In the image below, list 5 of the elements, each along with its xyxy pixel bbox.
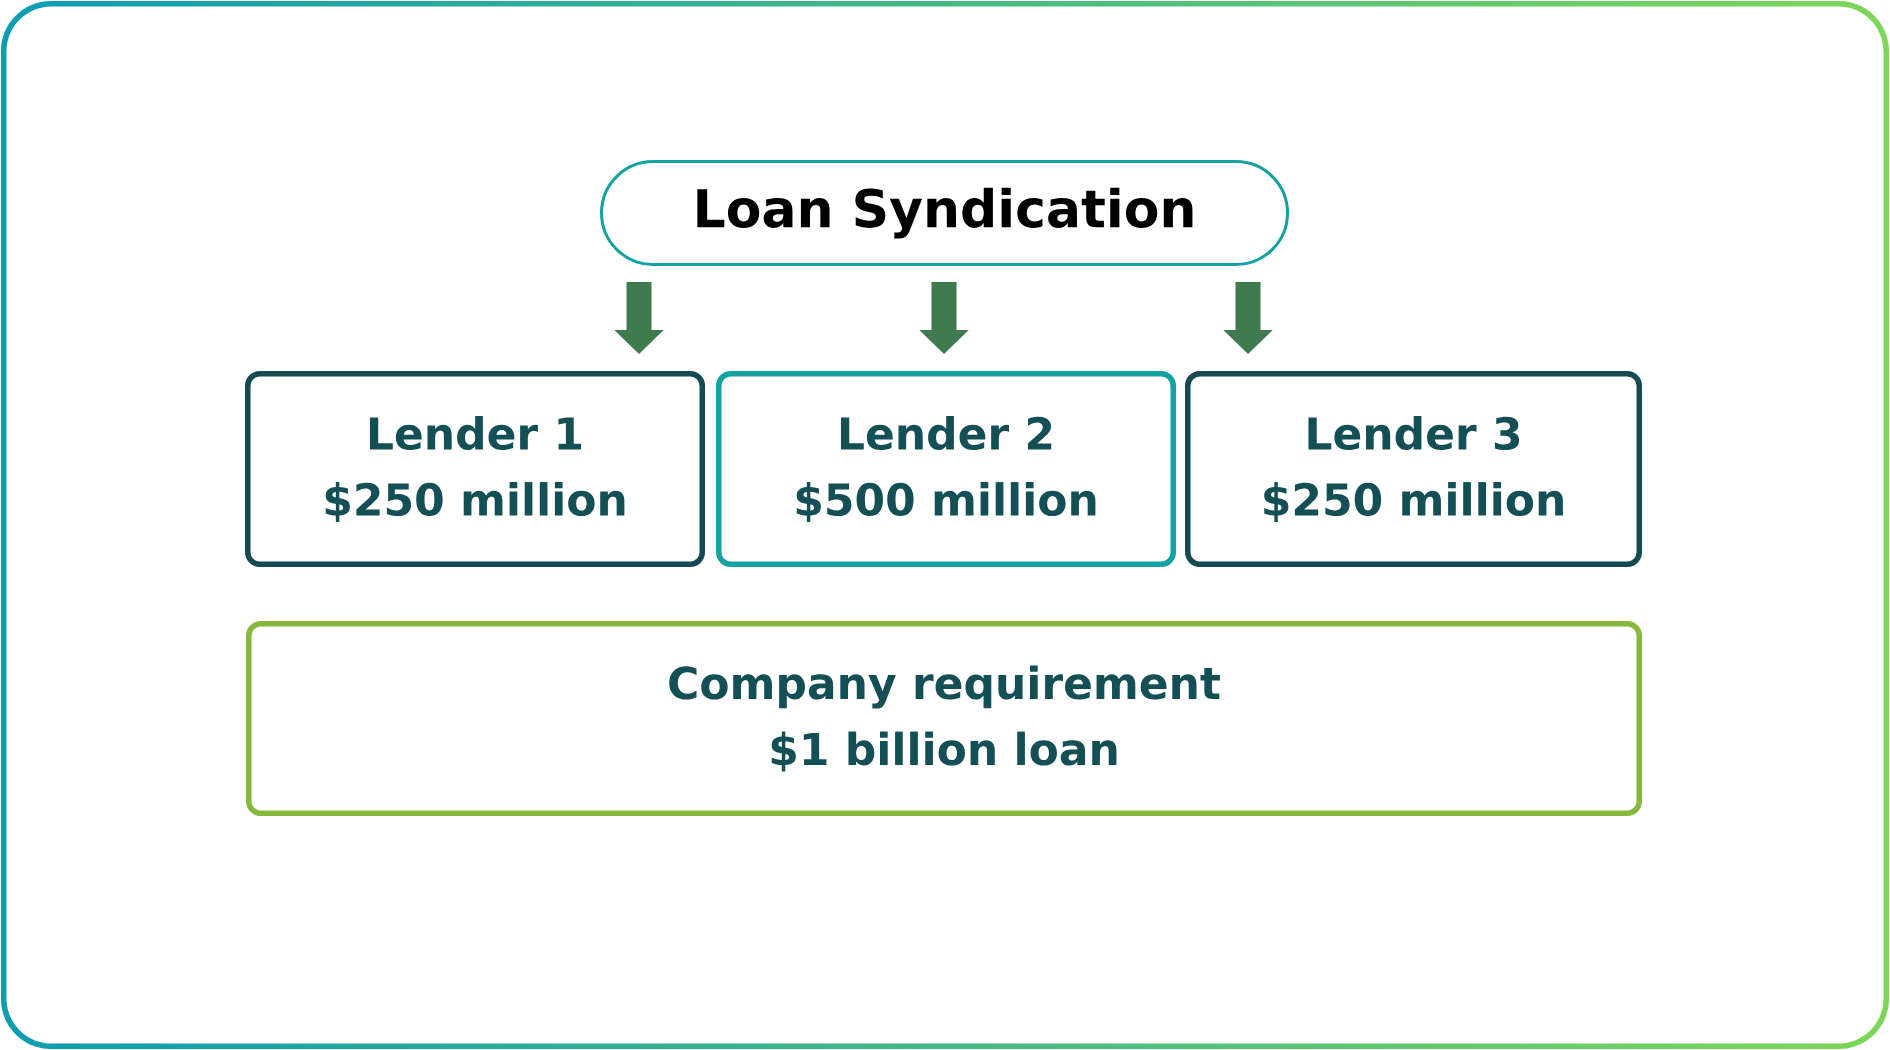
lender-box: Lender 1 $250 million <box>245 371 705 567</box>
requirement-box: Company requirement $1 billion loan <box>246 621 1642 816</box>
title-pill: Loan Syndication <box>600 160 1289 266</box>
lender-box: Lender 3 $250 million <box>1185 371 1642 567</box>
lender-box: Lender 2 $500 million <box>716 371 1176 567</box>
